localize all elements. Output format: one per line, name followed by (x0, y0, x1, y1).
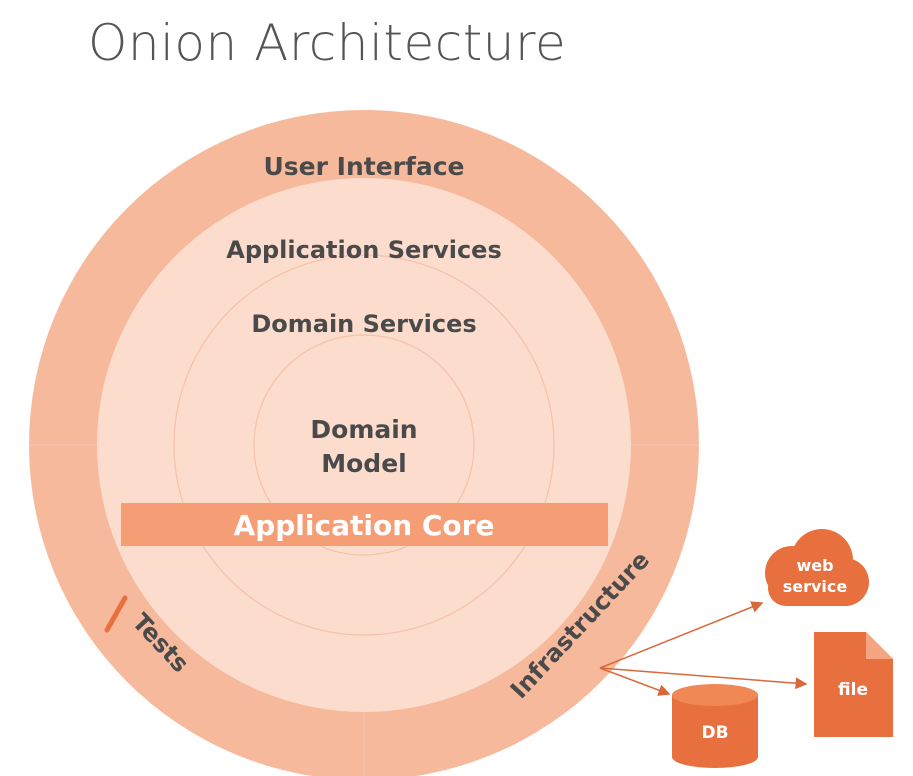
domain-services-label: Domain Services (251, 310, 476, 338)
web-service-label-line1: web (796, 556, 833, 575)
db-label: DB (701, 723, 728, 743)
domain-model-label-line1: Domain (310, 415, 417, 444)
application-core-bar (121, 503, 608, 546)
domain-model-label-line2: Model (321, 449, 406, 478)
tests-marker (104, 595, 128, 633)
file-icon (814, 632, 893, 737)
arrow-to-file (599, 667, 808, 690)
application-services-label: Application Services (226, 236, 502, 264)
domain-model-ring (253, 334, 475, 556)
arrow-to-db (599, 667, 671, 696)
user-interface-label: User Interface (263, 152, 464, 181)
web-service-label-line2: service (783, 577, 848, 596)
application-core-label: Application Core (234, 509, 495, 542)
domain-services-ring (173, 254, 555, 636)
application-services-ring (97, 178, 631, 712)
file-label: file (838, 680, 868, 700)
arrow-to-web-service (599, 601, 764, 669)
diagram-title: Onion Architecture (88, 14, 567, 72)
database-icon (672, 684, 758, 768)
web-service-cloud-icon (765, 529, 869, 606)
